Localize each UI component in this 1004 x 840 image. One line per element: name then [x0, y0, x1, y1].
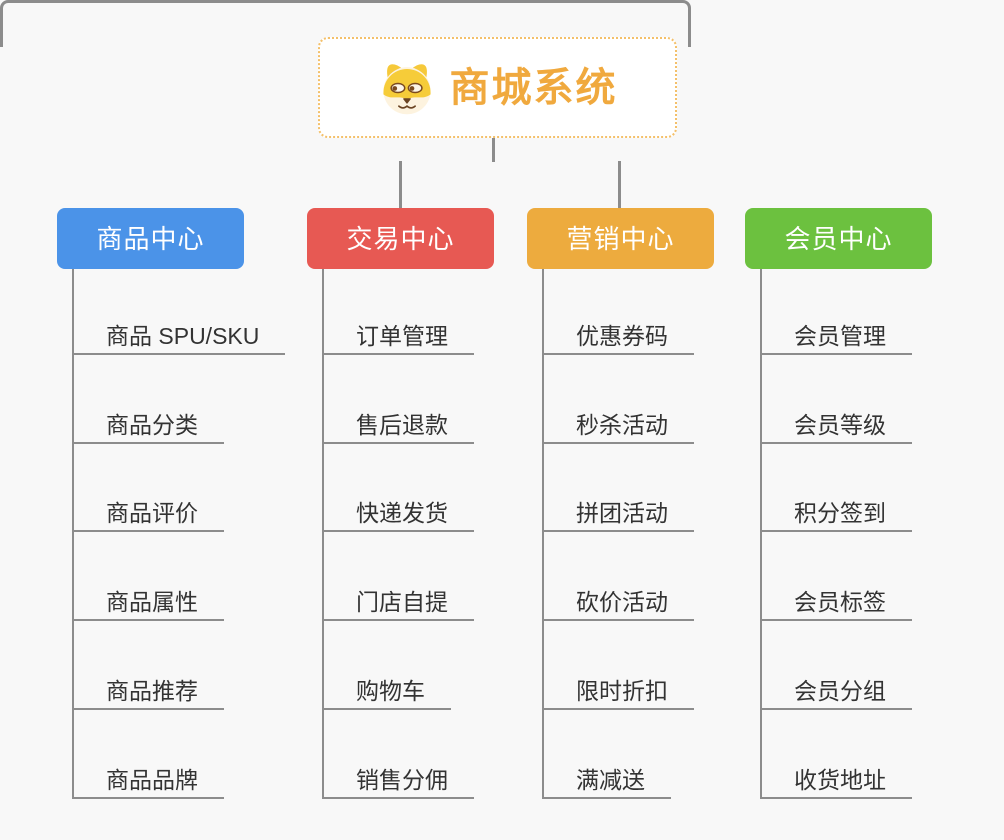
child-node[interactable]: 限时折扣 — [542, 676, 694, 710]
root-title: 商城系统 — [449, 65, 618, 110]
root-node[interactable]: 商城系统 — [318, 37, 677, 138]
branch-label: 商品中心 — [96, 223, 205, 254]
child-node[interactable]: 会员标签 — [760, 587, 912, 621]
connector-drop-branch-3 — [618, 161, 621, 208]
child-node[interactable]: 积分签到 — [760, 498, 912, 532]
child-node[interactable]: 商品推荐 — [72, 676, 224, 710]
child-node[interactable]: 会员管理 — [760, 321, 912, 355]
child-node[interactable]: 优惠券码 — [542, 321, 694, 355]
child-node[interactable]: 快递发货 — [322, 498, 474, 532]
branch-children-line — [322, 269, 324, 799]
connector-bus — [0, 0, 691, 47]
child-node[interactable]: 商品 SPU/SKU — [72, 321, 286, 355]
branch-label: 营销中心 — [566, 223, 675, 254]
branch-children-line — [72, 269, 74, 799]
doge-face-icon — [382, 63, 431, 114]
branch-node-1[interactable]: 商品中心 — [57, 208, 244, 269]
child-node[interactable]: 商品属性 — [72, 587, 224, 621]
branch-node-2[interactable]: 交易中心 — [307, 208, 494, 269]
child-node[interactable]: 会员分组 — [760, 676, 912, 710]
connector-drop-branch-2 — [399, 161, 402, 208]
child-node[interactable]: 门店自提 — [322, 587, 474, 621]
branch-node-4[interactable]: 会员中心 — [745, 208, 932, 269]
child-node[interactable]: 满减送 — [542, 765, 671, 799]
child-node[interactable]: 订单管理 — [322, 321, 474, 355]
child-node[interactable]: 售后退款 — [322, 410, 474, 444]
child-node[interactable]: 销售分佣 — [322, 765, 474, 799]
connector-root-stem — [492, 136, 495, 162]
child-node[interactable]: 收货地址 — [760, 765, 912, 799]
branch-label: 交易中心 — [346, 223, 455, 254]
child-node[interactable]: 秒杀活动 — [542, 410, 694, 444]
branch-children-line — [760, 269, 762, 799]
branch-label: 会员中心 — [784, 223, 893, 254]
child-node[interactable]: 购物车 — [322, 676, 451, 710]
child-node[interactable]: 商品评价 — [72, 498, 224, 532]
child-node[interactable]: 砍价活动 — [542, 587, 694, 621]
branch-children-line — [542, 269, 544, 799]
child-node[interactable]: 会员等级 — [760, 410, 912, 444]
child-node[interactable]: 商品品牌 — [72, 765, 224, 799]
child-node[interactable]: 拼团活动 — [542, 498, 694, 532]
child-node[interactable]: 商品分类 — [72, 410, 224, 444]
branch-node-3[interactable]: 营销中心 — [527, 208, 714, 269]
